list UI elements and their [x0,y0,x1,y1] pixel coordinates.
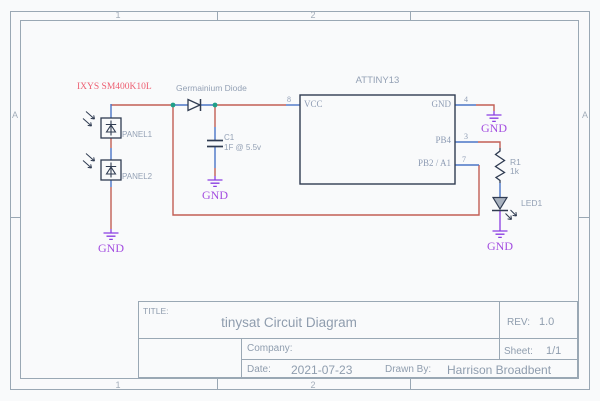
resistor-r1-symbol [494,148,506,183]
wire-segment [172,105,480,216]
ruler-tick [217,11,218,20]
resistor-value-label: 1k [510,166,519,176]
sheet-title: tinysat Circuit Diagram [221,315,357,330]
rev-value: 1.0 [539,316,555,328]
wire-segment [478,141,501,148]
solar-panel1-symbol [82,111,122,139]
gnd-net-label: GND [481,121,507,135]
led-ref-label: LED1 [521,198,543,208]
led-triangle [491,196,509,211]
capacitor-c1-symbol [207,139,223,148]
ruler-tick [410,379,411,390]
date-value: 2021-07-23 [291,363,353,377]
diode-name-label: Germainium Diode [176,83,247,93]
sheet-inner-border [20,20,579,379]
pin-number-3: 3 [464,132,468,141]
mcu-ref-label: ATTINY13 [355,75,400,86]
title-field-label: TITLE: [143,306,169,316]
gnd-symbol-led [492,211,508,239]
junction-dot [212,102,218,108]
gnd-net-label: GND [98,241,124,255]
emission-arrow [505,213,512,220]
pin-name-pb4: PB4 [435,135,451,145]
pin-number-8: 8 [287,95,291,104]
ruler-tick [217,379,218,390]
date-label: Date: [247,364,271,375]
title-block: TITLE: tinysat Circuit Diagram REV: 1.0 … [138,301,578,378]
title-block-divider [241,359,577,360]
pin-name-gnd: GND [431,99,452,109]
title-block-divider [241,338,242,377]
column-marker-bottom-1: 1 [115,380,121,390]
column-marker-top-2: 2 [310,10,316,20]
gnd-symbol-mcu [486,111,502,123]
panel2-ref-label: PANEL2 [122,172,153,181]
pin-name-vcc: VCC [304,99,323,109]
part-number-label: IXYS SM400K10L [77,82,152,92]
gnd-symbol-panels [103,229,119,241]
photodiode-glyph [105,120,117,136]
blue-wires [110,104,501,197]
pin-number-7: 7 [462,155,466,164]
column-marker-top-1: 1 [115,10,121,20]
row-marker-left-a: A [11,110,18,120]
light-arrow [82,160,92,169]
title-block-divider [139,338,577,339]
junction-dot [170,102,176,108]
gnd-net-label: GND [487,239,513,253]
cap-ref-label: C1 [224,133,235,142]
pin-name-pb2: PB2 / A1 [417,158,451,168]
row-marker-right-a: A [581,110,588,120]
emission-arrow [510,209,517,217]
mcu-attiny13-body [299,94,456,185]
led1-symbol [491,196,517,220]
rev-label: REV: [507,317,530,328]
light-arrow [82,118,92,127]
ground-symbols [103,111,508,241]
sheet-value: 1/1 [546,345,562,357]
gnd-symbol-c1 [207,176,223,188]
diode-triangle [187,98,202,112]
germanium-diode-symbol [187,98,202,112]
ruler-tick [579,217,590,218]
ruler-tick [10,217,20,218]
drawn-by-label: Drawn By: [385,364,432,375]
light-arrow [85,153,95,162]
sheet-outer-border [10,11,590,390]
light-arrow [85,111,95,120]
company-label: Company: [247,343,293,354]
gnd-net-label: GND [202,188,228,202]
panel1-ref-label: PANEL1 [122,130,153,139]
title-block-divider [499,302,500,359]
wire-segment [476,104,495,111]
photodiode-glyph [105,162,117,178]
solar-panel2-symbol [82,153,122,181]
ruler-tick [410,11,411,20]
drawn-by-value: Harrison Broadbent [447,363,552,377]
cap-value-label: 1F @ 5.5v [224,143,262,152]
sheet-label: Sheet: [504,346,533,357]
pin-number-4: 4 [464,95,468,104]
red-wires [110,104,501,229]
resistor-ref-label: R1 [510,157,521,167]
column-marker-bottom-2: 2 [310,380,316,390]
